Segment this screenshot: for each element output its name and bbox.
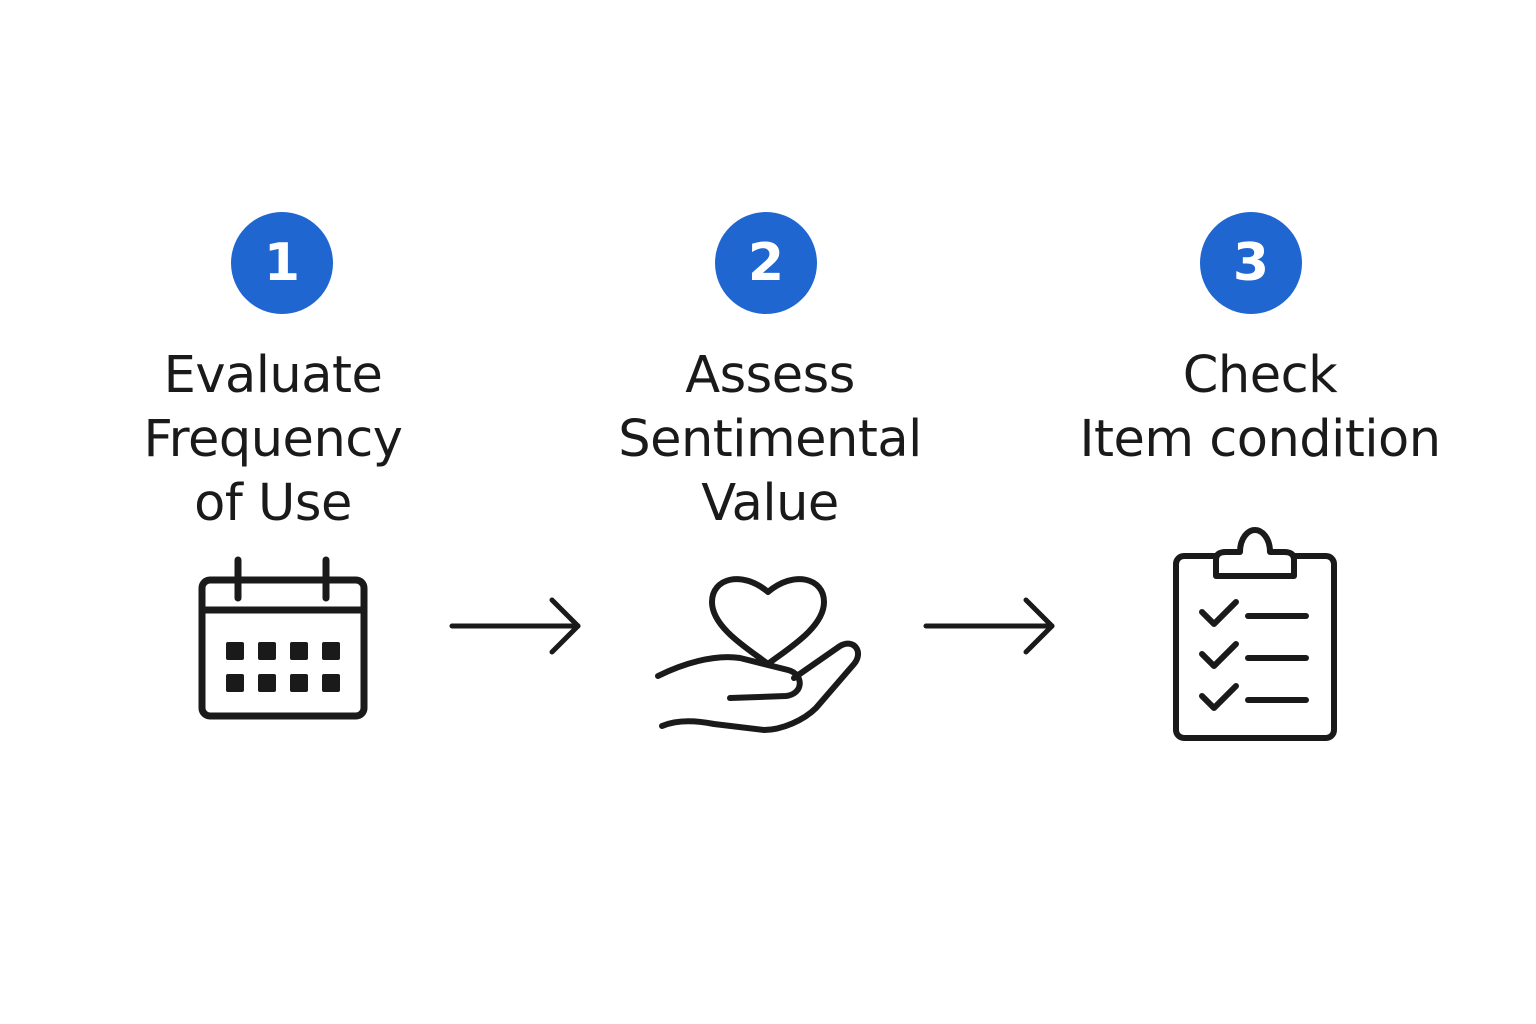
step-1: 1 Evaluate Frequency of Use — [72, 0, 492, 1024]
calendar-icon — [198, 556, 368, 723]
clipboard-checklist-icon — [1170, 526, 1340, 746]
step-number: 1 — [263, 233, 301, 293]
step-title: Evaluate Frequency of Use — [63, 344, 483, 536]
step-number-badge: 3 — [1200, 212, 1302, 314]
right-arrow-icon — [922, 596, 1062, 656]
heart-in-hand-icon — [654, 568, 864, 738]
step-number: 3 — [1232, 233, 1270, 293]
step-title-line: Check — [1182, 346, 1338, 405]
step-title-line: of Use — [194, 474, 352, 533]
step-title-line: Assess — [685, 346, 855, 405]
step-title-line: Frequency — [143, 410, 403, 469]
step-number: 2 — [747, 233, 785, 293]
step-title-line: Value — [701, 474, 839, 533]
step-title: Check Item condition — [1050, 344, 1470, 472]
right-arrow-icon — [448, 596, 588, 656]
step-number-badge: 1 — [231, 212, 333, 314]
step-2: 2 Assess Sentimental Value — [558, 0, 978, 1024]
step-3: 3 Check Item condition — [1042, 0, 1462, 1024]
step-number-badge: 2 — [715, 212, 817, 314]
step-title: Assess Sentimental Value — [560, 344, 980, 536]
step-title-line: Sentimental — [618, 410, 922, 469]
step-title-line: Item condition — [1079, 410, 1441, 469]
step-title-line: Evaluate — [163, 346, 383, 405]
